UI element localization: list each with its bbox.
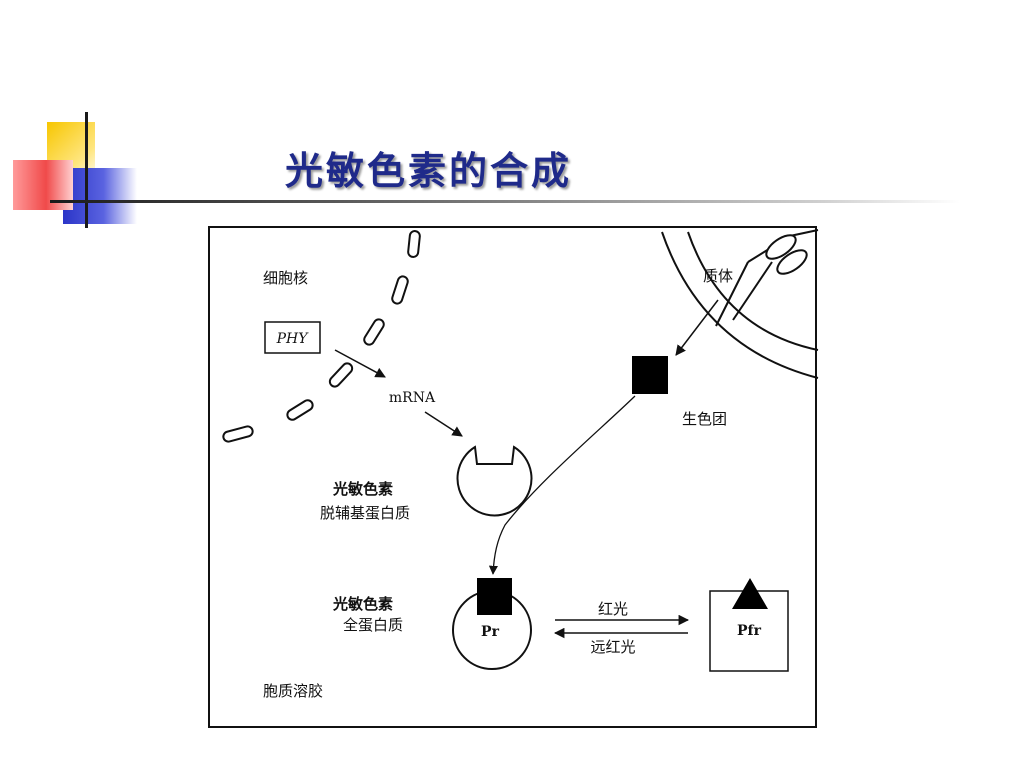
phy-gene-box [264, 321, 321, 354]
arrow-phy-to-mrna [334, 349, 386, 378]
nucleus-label: 细胞核 [263, 269, 308, 287]
apoprotein-shape [456, 445, 533, 517]
mrna-label: mRNA [389, 390, 436, 406]
far-red-light-label: 远红光 [590, 638, 635, 656]
deco-blue-square [63, 168, 137, 224]
pr-label: Pr [481, 624, 500, 640]
cytosol-label: 胞质溶胶 [263, 682, 323, 700]
pr-chromophore-square [477, 578, 512, 615]
phy-gene-label: PHY [276, 331, 310, 347]
nuclear-envelope [222, 230, 421, 443]
red-light-label: 红光 [598, 600, 628, 618]
arrow-plastid-to-chromophore [675, 299, 719, 356]
chromophore-square [632, 356, 668, 394]
pfr-triangle [732, 578, 768, 609]
apoprotein-label-2: 脱辅基蛋白质 [320, 504, 410, 522]
arrow-mrna-to-apoprotein [424, 411, 463, 437]
pfr-label: Pfr [737, 623, 762, 639]
holoprotein-label-1: 光敏色素 [332, 595, 393, 613]
arrow-chromophore-to-pr [488, 395, 636, 575]
plastid-label: 质体 [703, 267, 733, 285]
chromophore-label: 生色团 [682, 410, 727, 428]
apoprotein-label-1: 光敏色素 [332, 480, 393, 498]
holoprotein-label-2: 全蛋白质 [343, 616, 403, 634]
deco-vertical-line [85, 112, 88, 228]
plastid [661, 229, 819, 379]
slide-title: 光敏色素的合成 [285, 148, 573, 193]
deco-horizontal-line [50, 200, 960, 203]
